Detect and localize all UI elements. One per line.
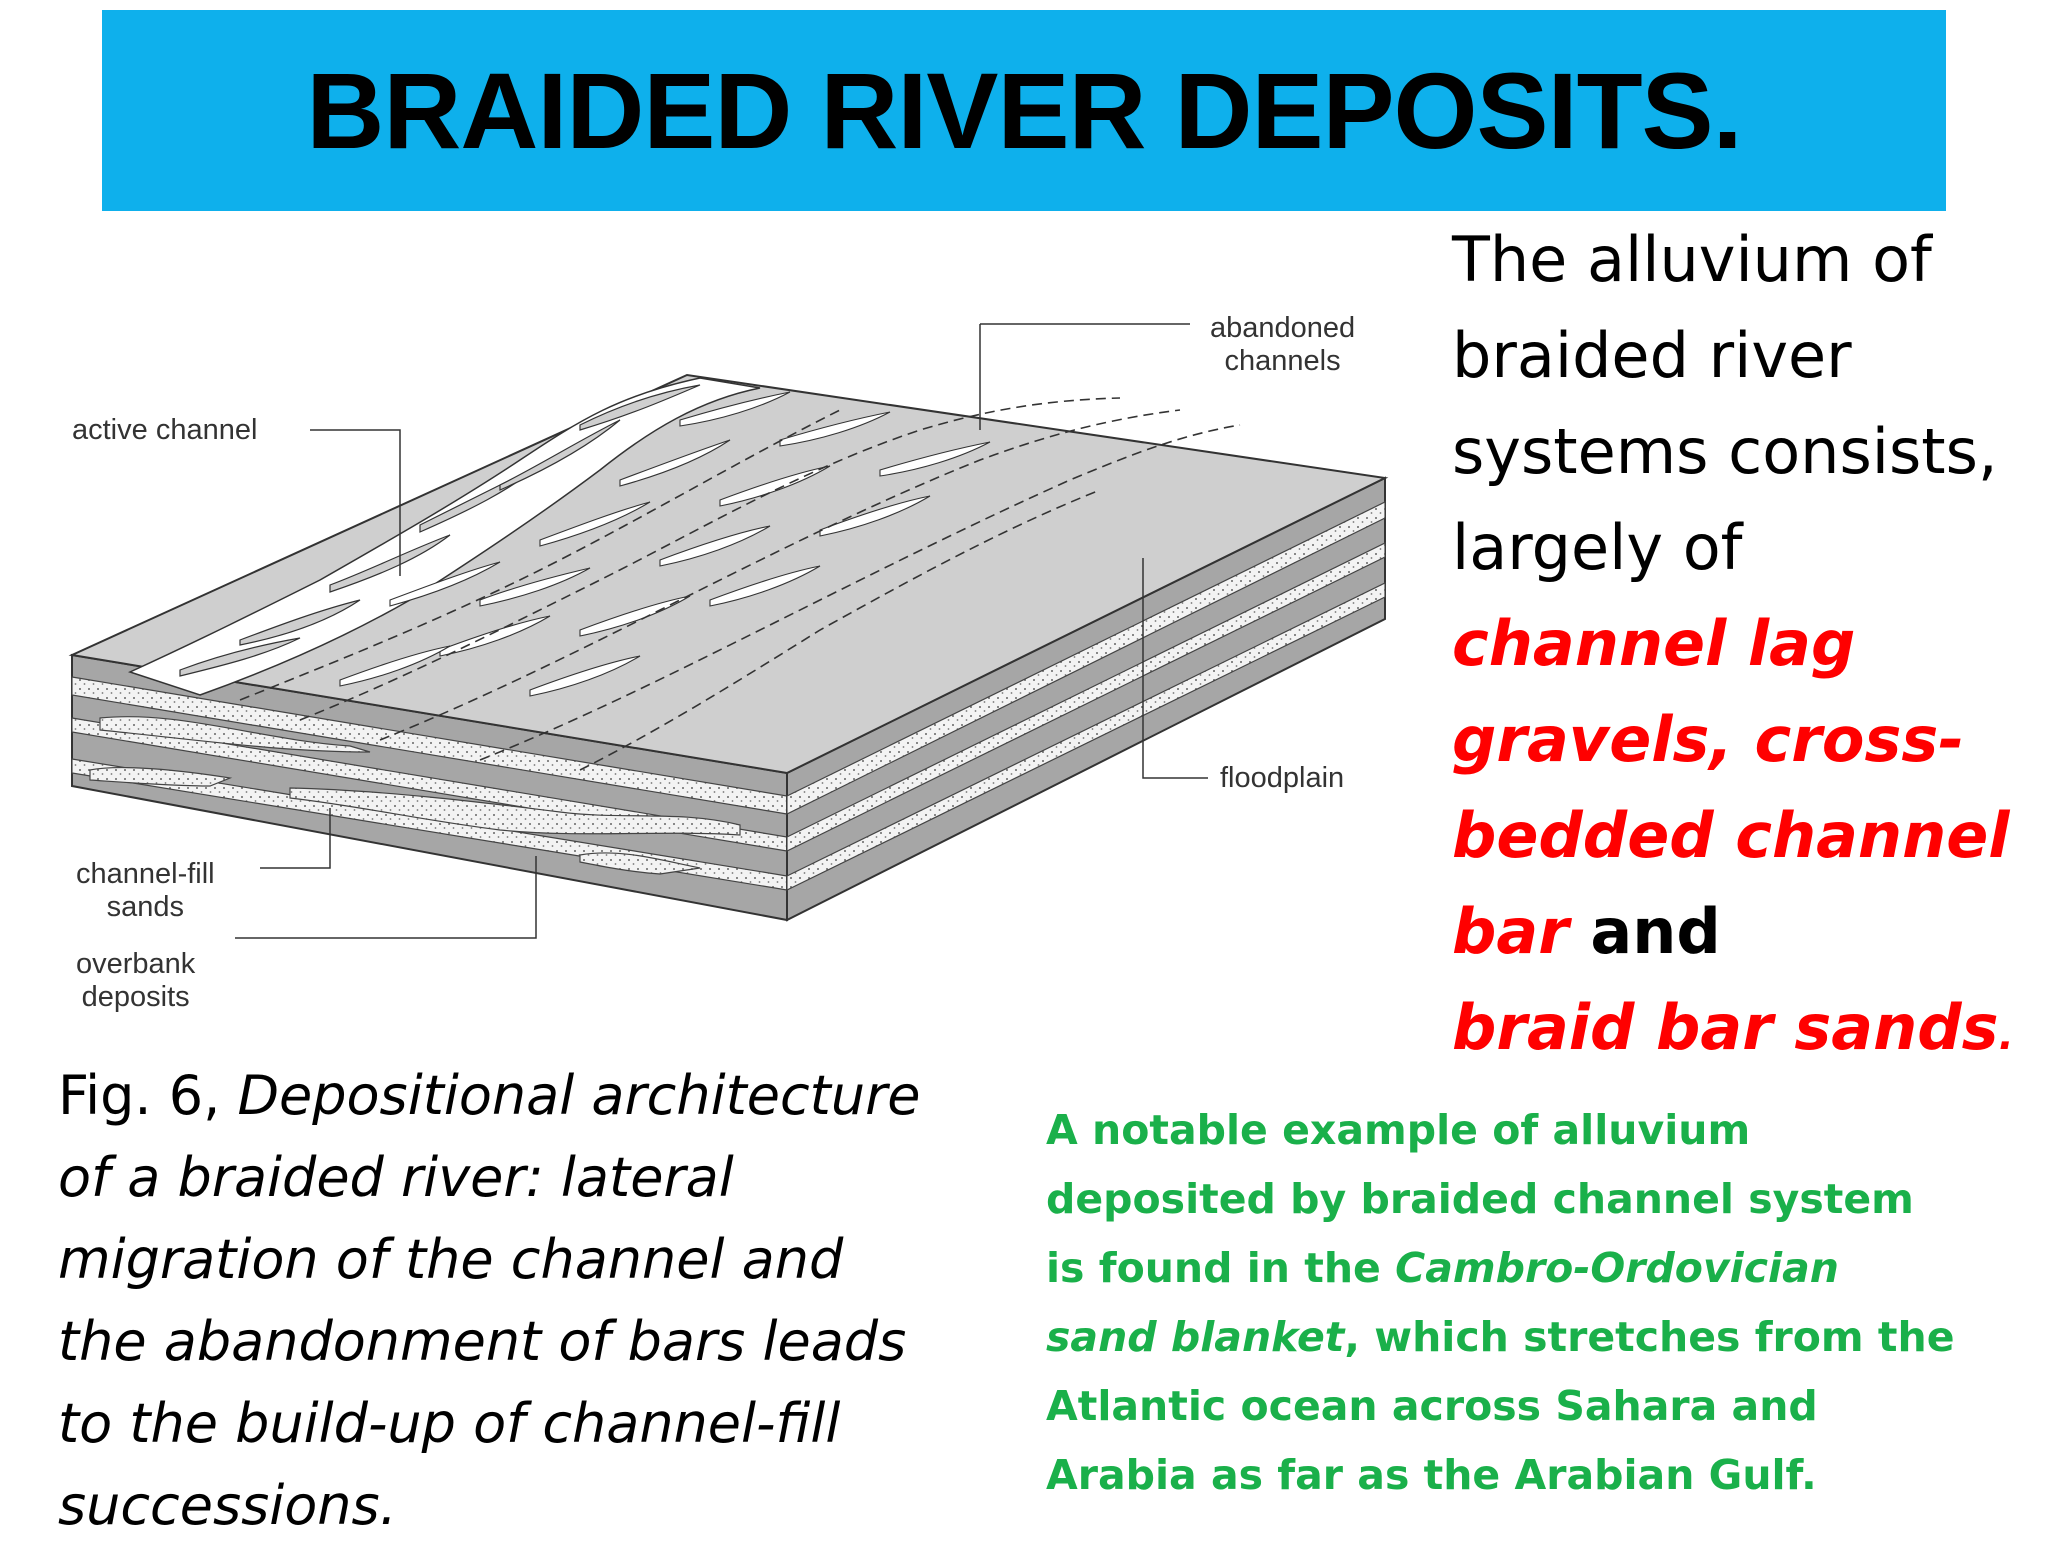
front-face: [71, 653, 788, 922]
label-active-channel: active channel: [72, 414, 258, 446]
title-banner: BRAIDED RIVER DEPOSITS.: [102, 10, 1946, 211]
slide-title: BRAIDED RIVER DEPOSITS.: [306, 50, 1742, 171]
label-floodplain: floodplain: [1220, 762, 1345, 794]
leader-lines: [235, 323, 1208, 939]
label-overbank-deposits: overbank deposits: [76, 948, 196, 1013]
label-channel-fill-sands: channel-fill sands: [76, 858, 215, 923]
block-diagram: abandoned channels active channel floodp…: [60, 300, 1390, 1030]
figure-caption: Fig. 6, Depositional architecture of a b…: [58, 1064, 921, 1537]
description-text: The alluvium of braided river systems co…: [1452, 223, 2014, 1064]
top-surface: [68, 373, 1389, 775]
block-diagram-svg: [68, 323, 1389, 939]
example-note: A notable example of alluvium deposited …: [1046, 1106, 1955, 1499]
label-abandoned-channels: abandoned channels: [1210, 312, 1356, 377]
